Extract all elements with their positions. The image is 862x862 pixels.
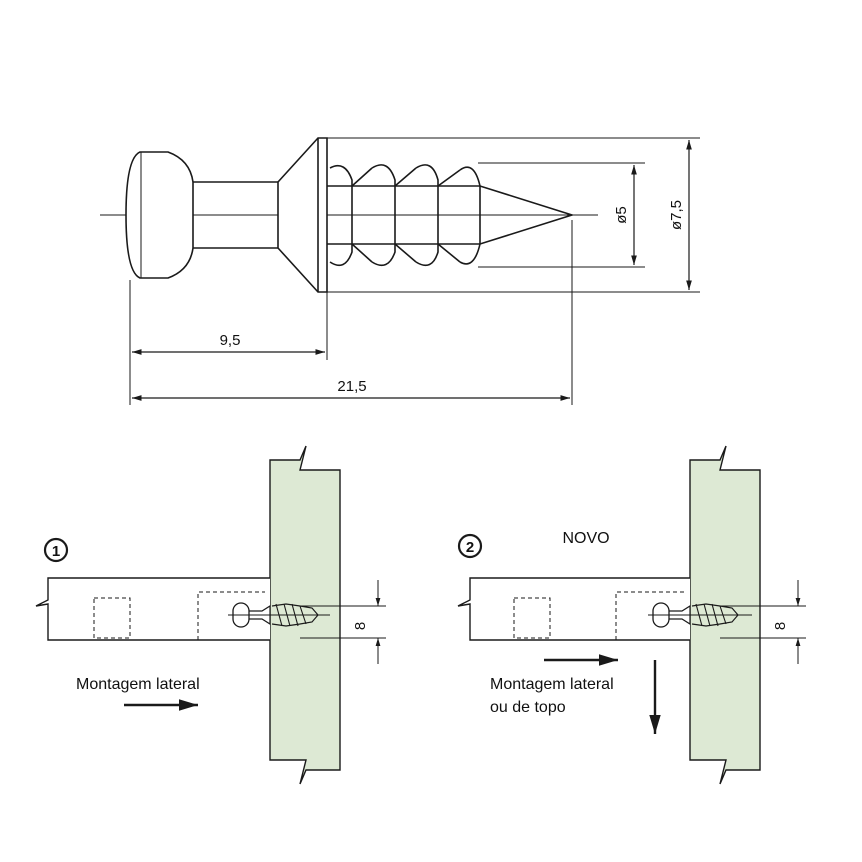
mount-1-caption: Montagem lateral [76, 676, 200, 693]
screw-countersink [277, 137, 328, 293]
dim-label-21-5: 21,5 [337, 378, 366, 395]
mount-2-caption-line1: Montagem lateral [490, 676, 614, 693]
screw-drawing [100, 137, 700, 405]
mount-1-shelf [35, 577, 270, 641]
mount-2-dim-label: 8 [772, 622, 789, 630]
dim-label-d7-5: ø7,5 [668, 200, 685, 230]
mount-1-dim-label: 8 [352, 622, 369, 630]
dim-label-d5: ø5 [613, 206, 630, 224]
mount-1-diagram [35, 445, 386, 785]
mount-2-shelf [457, 577, 690, 641]
mount-2-diagram [457, 445, 806, 785]
screw-threads [329, 164, 481, 267]
mount-2-badge [457, 533, 483, 559]
mount-2-caption-line2: ou de topo [490, 699, 566, 716]
screw-core [327, 185, 575, 245]
screw-head [125, 151, 194, 279]
mount-1-badge-number: 1 [52, 543, 60, 560]
dim-label-9-5: 9,5 [220, 332, 241, 349]
mount-2-badge-number: 2 [466, 539, 474, 556]
mount-2-tag: NOVO [562, 530, 609, 547]
mount-1-badge [43, 537, 69, 563]
screw-neck [193, 181, 278, 249]
